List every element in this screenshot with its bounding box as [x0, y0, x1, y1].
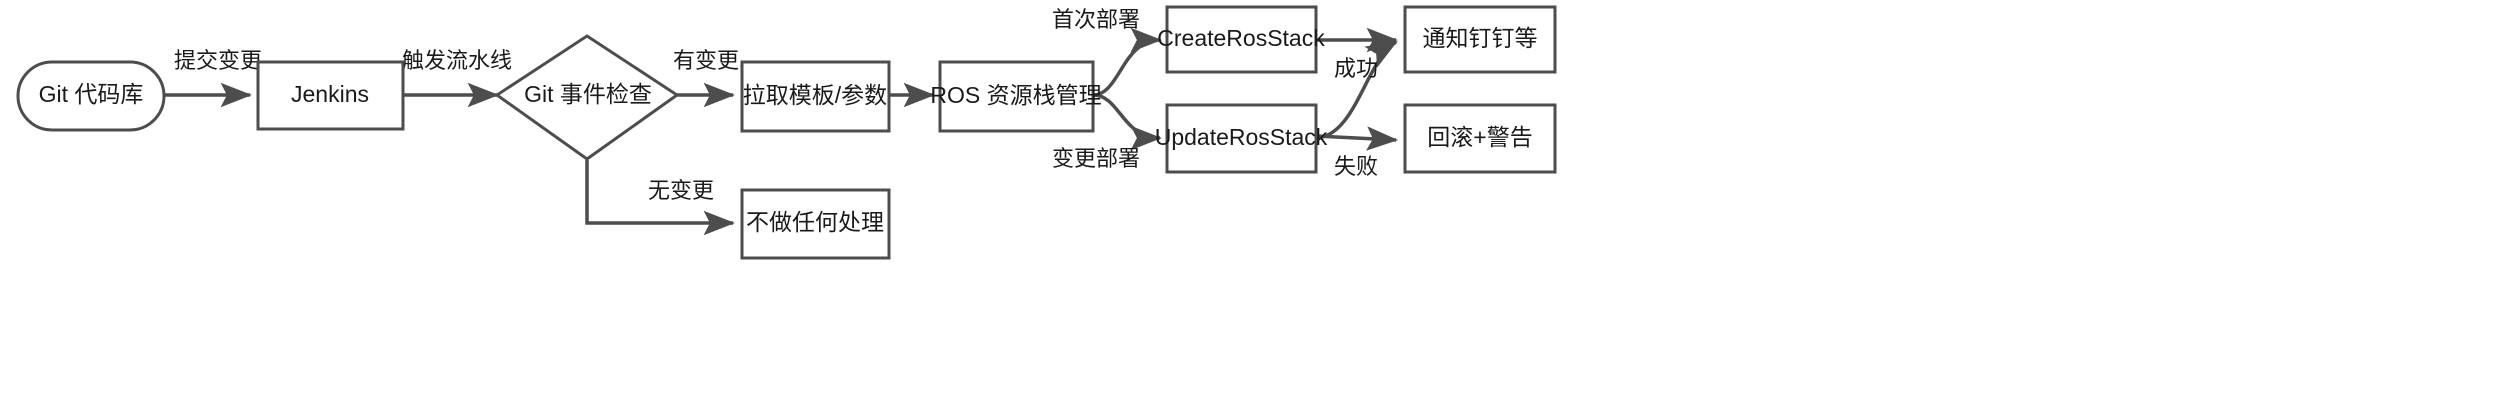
node-notify[interactable]: 通知钉钉等: [1403, 5, 1557, 74]
edge-trigger-pipeline: 触发流水线: [402, 48, 512, 108]
edge-label: 触发流水线: [402, 48, 512, 73]
edge-line: [1315, 40, 1398, 140]
edge-has-change: 有变更: [673, 48, 739, 108]
edge-submit-change: 提交变更: [163, 48, 262, 108]
node-label: 不做任何处理: [746, 209, 884, 235]
node-label: CreateRosStack: [1157, 25, 1325, 51]
edge-change-deploy: 变更部署: [1052, 93, 1163, 171]
edge-label: 提交变更: [174, 48, 262, 73]
edge-label: 失败: [1334, 154, 1378, 179]
edge-failure: 失败: [1315, 126, 1399, 179]
node-shape-rect: [1403, 5, 1557, 74]
edge-label: 变更部署: [1052, 146, 1140, 171]
edge-first-deploy: 首次部署: [1052, 7, 1163, 97]
edge-label: 有变更: [673, 48, 739, 73]
node-no-action[interactable]: 不做任何处理: [740, 188, 891, 260]
edge-line: [1315, 126, 1399, 151]
node-git-check[interactable]: Git 事件检查: [494, 34, 680, 161]
node-label: ROS 资源栈管理: [930, 82, 1101, 108]
node-label: Git 事件检查: [524, 81, 652, 107]
node-shape-rect: [1165, 103, 1318, 174]
node-jenkins[interactable]: Jenkins: [256, 60, 405, 131]
edge-line: [1092, 93, 1163, 151]
node-shape-rounded: [16, 60, 166, 132]
edge-label: 无变更: [648, 178, 714, 203]
node-label: UpdateRosStack: [1155, 124, 1328, 150]
node-shape-rect: [256, 60, 405, 131]
node-ros-stack[interactable]: ROS 资源栈管理: [930, 60, 1102, 133]
node-label: Git 代码库: [39, 81, 144, 107]
edge-line: [1092, 27, 1163, 97]
node-shape-rect: [1165, 5, 1318, 74]
node-pull-template[interactable]: 拉取模板/参数: [740, 60, 891, 133]
edge-layer: 提交变更 触发流水线 有变更 无变更: [163, 7, 1399, 236]
node-shape-rect: [740, 60, 891, 133]
node-label: 回滚+警告: [1427, 124, 1532, 150]
node-label: 通知钉钉等: [1423, 25, 1538, 51]
node-shape-rect: [1403, 103, 1557, 174]
edge-line: [585, 160, 736, 236]
node-layer: Git 代码库 Jenkins Git 事件检查 拉取模板/参数 不做任何处理: [16, 5, 1557, 260]
node-label: Jenkins: [291, 81, 369, 107]
node-create-ros-stack[interactable]: CreateRosStack: [1157, 5, 1325, 74]
edge-no-change: 无变更: [585, 160, 736, 236]
edge-success: 成功: [1315, 40, 1398, 140]
edge-label: 首次部署: [1052, 7, 1140, 32]
node-label: 拉取模板/参数: [743, 82, 887, 108]
edge-label: 成功: [1334, 56, 1378, 81]
node-shape-rect: [740, 188, 891, 260]
node-update-ros-stack[interactable]: UpdateRosStack: [1155, 103, 1328, 174]
node-rollback[interactable]: 回滚+警告: [1403, 103, 1557, 174]
node-git-repo[interactable]: Git 代码库: [16, 60, 166, 132]
node-shape-diamond: [494, 34, 680, 161]
node-shape-rect: [938, 60, 1095, 133]
